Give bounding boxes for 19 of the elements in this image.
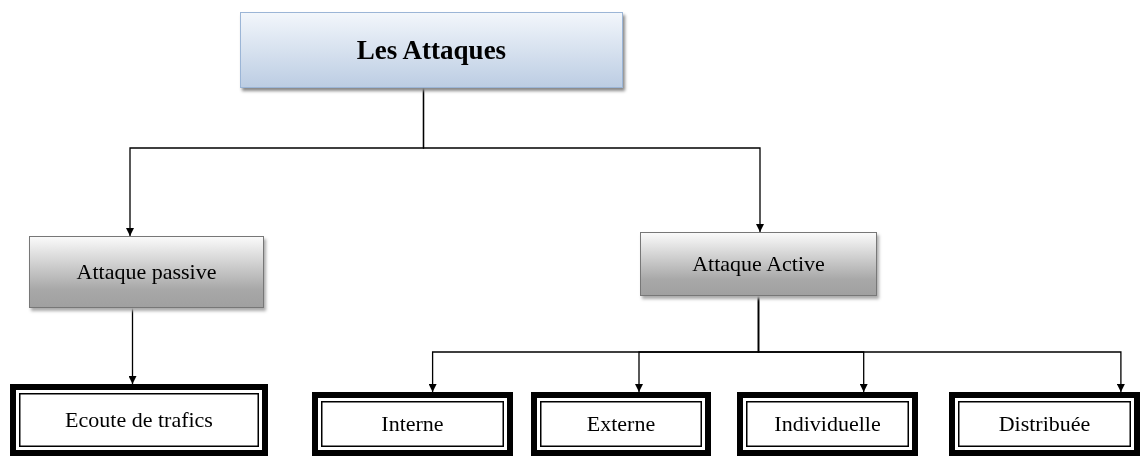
arrow: [757, 295, 1125, 393]
leaf-box: [737, 392, 918, 456]
node-label: Les Attaques: [356, 34, 507, 66]
category-box: [29, 236, 264, 308]
node-label: Interne: [381, 411, 444, 437]
title-box: [240, 12, 623, 88]
node-label: Attaque Active: [692, 251, 825, 277]
category-box: [640, 232, 877, 296]
leaf-box: [312, 392, 513, 456]
arrow: [422, 87, 764, 233]
leaf-box: [10, 384, 268, 456]
node-label: Attaque passive: [76, 259, 217, 285]
node-label: Externe: [586, 411, 656, 437]
node-label: Ecoute de trafics: [65, 407, 213, 433]
node-label: Individuelle: [774, 411, 881, 437]
node-label: Distribuée: [998, 411, 1091, 437]
leaf-box: [531, 392, 711, 456]
leaf-box: [949, 392, 1140, 456]
arrow: [128, 307, 137, 385]
